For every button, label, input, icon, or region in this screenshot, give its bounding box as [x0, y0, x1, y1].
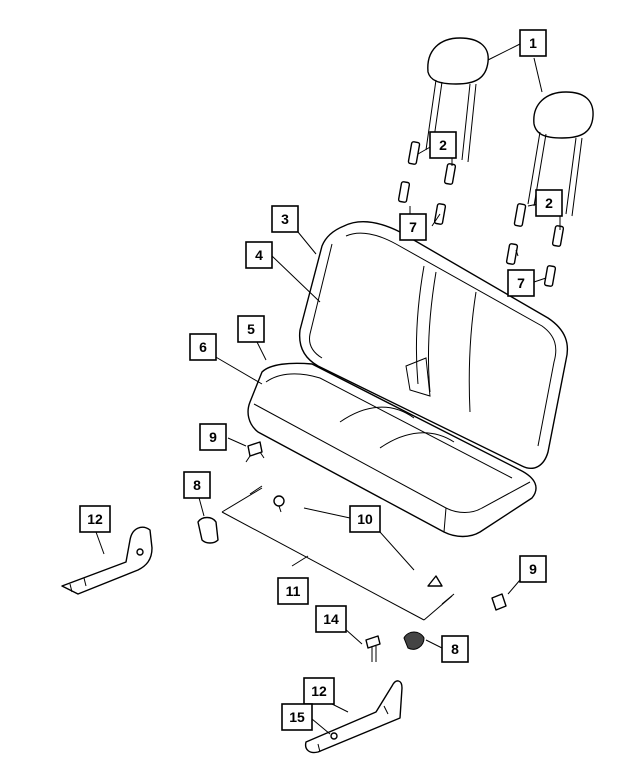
callout-label: 4	[255, 247, 263, 263]
callout-5: 5	[237, 315, 265, 343]
callout-7a: 7	[399, 213, 427, 241]
callout-label: 7	[409, 219, 417, 235]
callout-label: 12	[311, 683, 327, 699]
headrest-left	[425, 37, 489, 163]
callout-3: 3	[271, 205, 299, 233]
seat-back	[298, 221, 569, 470]
callout-2a: 2	[429, 131, 457, 159]
callout-label: 1	[529, 35, 537, 51]
callout-15: 15	[281, 703, 313, 731]
callout-label: 14	[323, 611, 339, 627]
callout-label: 8	[451, 641, 459, 657]
bolt-lower	[365, 635, 381, 662]
callout-8b: 8	[441, 635, 469, 663]
callout-label: 12	[87, 511, 103, 527]
callout-label: 2	[439, 137, 447, 153]
callout-8a: 8	[183, 471, 211, 499]
release-rod	[221, 485, 455, 621]
callout-11: 11	[277, 577, 309, 605]
callout-label: 15	[289, 709, 305, 725]
cap-right	[403, 631, 425, 650]
callout-label: 10	[357, 511, 373, 527]
headrest-guide-sleeves	[397, 141, 565, 287]
callout-7b: 7	[507, 269, 535, 297]
callout-4: 4	[245, 241, 273, 269]
bumper-cone	[427, 575, 443, 587]
leader-lines	[95, 43, 561, 735]
callout-label: 3	[281, 211, 289, 227]
callout-label: 6	[199, 339, 207, 355]
bumper-right	[491, 593, 507, 611]
callout-6: 6	[189, 333, 217, 361]
callout-9b: 9	[519, 555, 547, 583]
callout-14: 14	[315, 605, 347, 633]
clip-left	[197, 516, 219, 544]
callout-label: 2	[545, 195, 553, 211]
hinge-bracket-right	[304, 680, 403, 754]
callout-label: 8	[193, 477, 201, 493]
callout-label: 7	[517, 275, 525, 291]
callout-2b: 2	[535, 189, 563, 217]
callout-label: 11	[286, 583, 301, 599]
callout-12b: 12	[303, 677, 335, 705]
callout-label: 9	[529, 561, 537, 577]
callout-10: 10	[349, 505, 381, 533]
callout-label: 9	[209, 429, 217, 445]
callout-label: 5	[247, 321, 255, 337]
hinge-bracket-left	[61, 526, 153, 595]
bolt-upper	[273, 495, 285, 513]
seat-cushion	[247, 362, 537, 538]
callout-12a: 12	[79, 505, 111, 533]
callout-9a: 9	[199, 423, 227, 451]
bumper-left	[245, 441, 265, 463]
callout-1: 1	[519, 29, 547, 57]
